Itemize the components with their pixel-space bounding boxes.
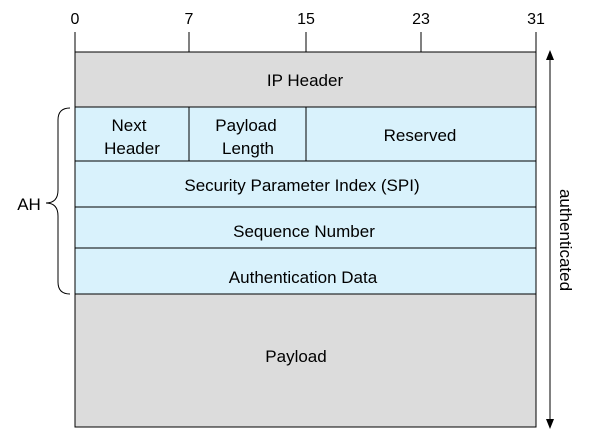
ah-label: AH [17,195,41,214]
authentication-data-label: Authentication Data [229,268,378,287]
next-header-line2: Header [104,139,160,158]
payload-block [74,293,537,428]
bit-tick-23: 23 [412,11,430,28]
spi-row [74,160,537,208]
bit-ruler: 0 7 15 23 31 [71,11,545,52]
sequence-number-row [74,206,537,249]
ah-brace [45,107,71,295]
reserved-label: Reserved [384,126,457,145]
payload-label: Payload [265,347,326,366]
bit-tick-15: 15 [297,11,315,28]
ah-header: Next Header Payload Length Reserved Secu… [74,106,537,295]
sequence-number-label: Sequence Number [233,222,375,241]
bit-tick-0: 0 [71,11,80,28]
spi-label: Security Parameter Index (SPI) [184,176,419,195]
ip-header-block [74,51,537,108]
ip-header-label: IP Header [267,71,344,90]
payload-length-line1: Payload [215,116,276,135]
payload-length-line2: Length [222,139,274,158]
arrow-head-up-icon [546,50,554,60]
arrow-head-down-icon [546,419,554,429]
bit-tick-31: 31 [527,11,545,28]
authentication-data-row [74,247,537,295]
bit-tick-7: 7 [185,11,194,28]
authenticated-arrow [546,50,554,429]
next-header-line1: Next [112,116,147,135]
authenticated-label: authenticated [556,189,575,291]
